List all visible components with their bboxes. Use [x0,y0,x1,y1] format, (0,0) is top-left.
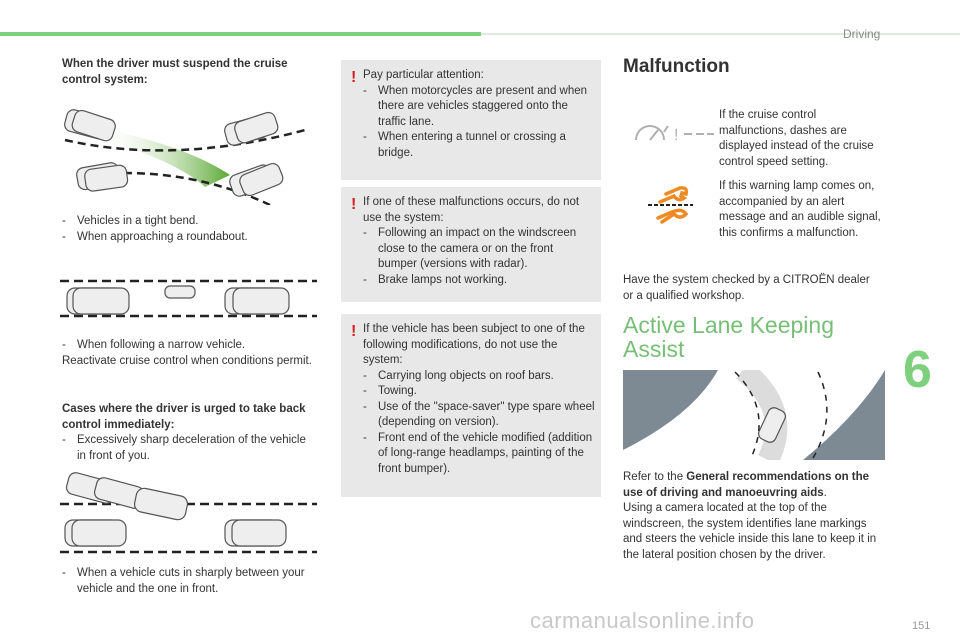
header-rule [481,33,960,35]
bend-roundabout-illustration [64,109,306,205]
list-item: -Front end of the vehicle modified (addi… [363,431,593,475]
list-item: -Following an impact on the windscreen c… [363,227,577,270]
warning-intro: If one of these malfunctions occurs, do … [363,196,580,224]
check-workshop-text: Have the system checked by a CITROËN dea… [623,274,870,302]
warning-mark-icon: ! [351,69,357,86]
cut-in-illustration [60,472,317,554]
camera-text: Using a camera located at the top of the… [623,502,877,561]
warning-intro: If the vehicle has been subject to one o… [363,323,585,366]
malfunction-title: Malfunction [623,56,730,77]
warning-panel-malfunctions: ! If one of these malfunctions occurs, d… [341,187,601,302]
refer-link-text: General recommendations on the use of dr… [623,471,870,499]
list-item: -When following a narrow vehicle. [62,339,246,351]
header-accent-bar [0,32,481,36]
alka-title: Active Lane Keeping Assist [623,313,834,361]
watermark: carmanualsonline.info [530,608,755,633]
warning-lamp-text: If this warning lamp comes on, accompani… [719,180,881,239]
refer-prefix: Refer to the [623,471,687,483]
narrow-vehicle-illustration [60,279,317,318]
warning-text: If one of these malfunctions occurs, do … [363,195,595,288]
list-item: -Towing. [363,385,417,397]
warning-panel-attention: ! Pay particular attention: -When motorc… [341,60,601,180]
list-item: -When motorcycles are present and when t… [363,84,588,128]
speedometer-dashes-icon: ! [635,125,714,144]
warning-mark-icon: ! [351,323,357,340]
section-title: Driving [843,27,881,41]
takeback-heading: Cases where the driver is urged to take … [62,403,306,431]
bullet-list-1: -Vehicles in a tight bend. -When approac… [62,214,322,245]
list-item: -Excessively sharp deceleration of the v… [62,434,306,462]
warning-text: Pay particular attention: -When motorcyc… [363,68,595,161]
suspend-heading: When the driver must suspend the cruise … [62,58,288,86]
warning-text: If the vehicle has been subject to one o… [363,322,595,477]
reactivate-text: Reactivate cruise control when condition… [62,354,312,367]
list-item: -Carrying long objects on roof bars. [363,369,554,382]
alka-title-line: Active Lane Keeping [623,312,834,338]
wrench-warning-lamp-icon [648,186,693,224]
list-item: -Use of the "space-saver" type spare whe… [363,400,595,429]
bullet-list-4: -When a vehicle cuts in sharply between … [62,566,312,597]
page-number: 151 [912,620,931,632]
svg-text:!: ! [674,127,678,144]
list-item: -Vehicles in a tight bend. [62,215,199,227]
list-item: -When a vehicle cuts in sharply between … [62,567,305,595]
list-item: -When entering a tunnel or crossing a br… [363,131,566,159]
warning-intro: Pay particular attention: [363,69,484,81]
chapter-number: 6 [903,341,932,399]
list-item: -When approaching a roundabout. [62,230,248,243]
warning-panel-modifications: ! If the vehicle has been subject to one… [341,314,601,497]
warning-mark-icon: ! [351,196,357,213]
list-item: -Brake lamps not working. [363,273,508,286]
lane-keeping-illustration [623,370,885,460]
lane-keeping-description: Refer to the General recommendations on … [623,470,885,563]
refer-suffix: . [823,486,827,499]
narrow-vehicle-text: -When following a narrow vehicle. Reacti… [62,338,322,369]
alka-title-line: Assist [623,336,685,362]
malfunction-dashes-text: If the cruise control malfunctions, dash… [719,109,874,168]
bullet-list-3: -Excessively sharp deceleration of the v… [62,433,312,464]
